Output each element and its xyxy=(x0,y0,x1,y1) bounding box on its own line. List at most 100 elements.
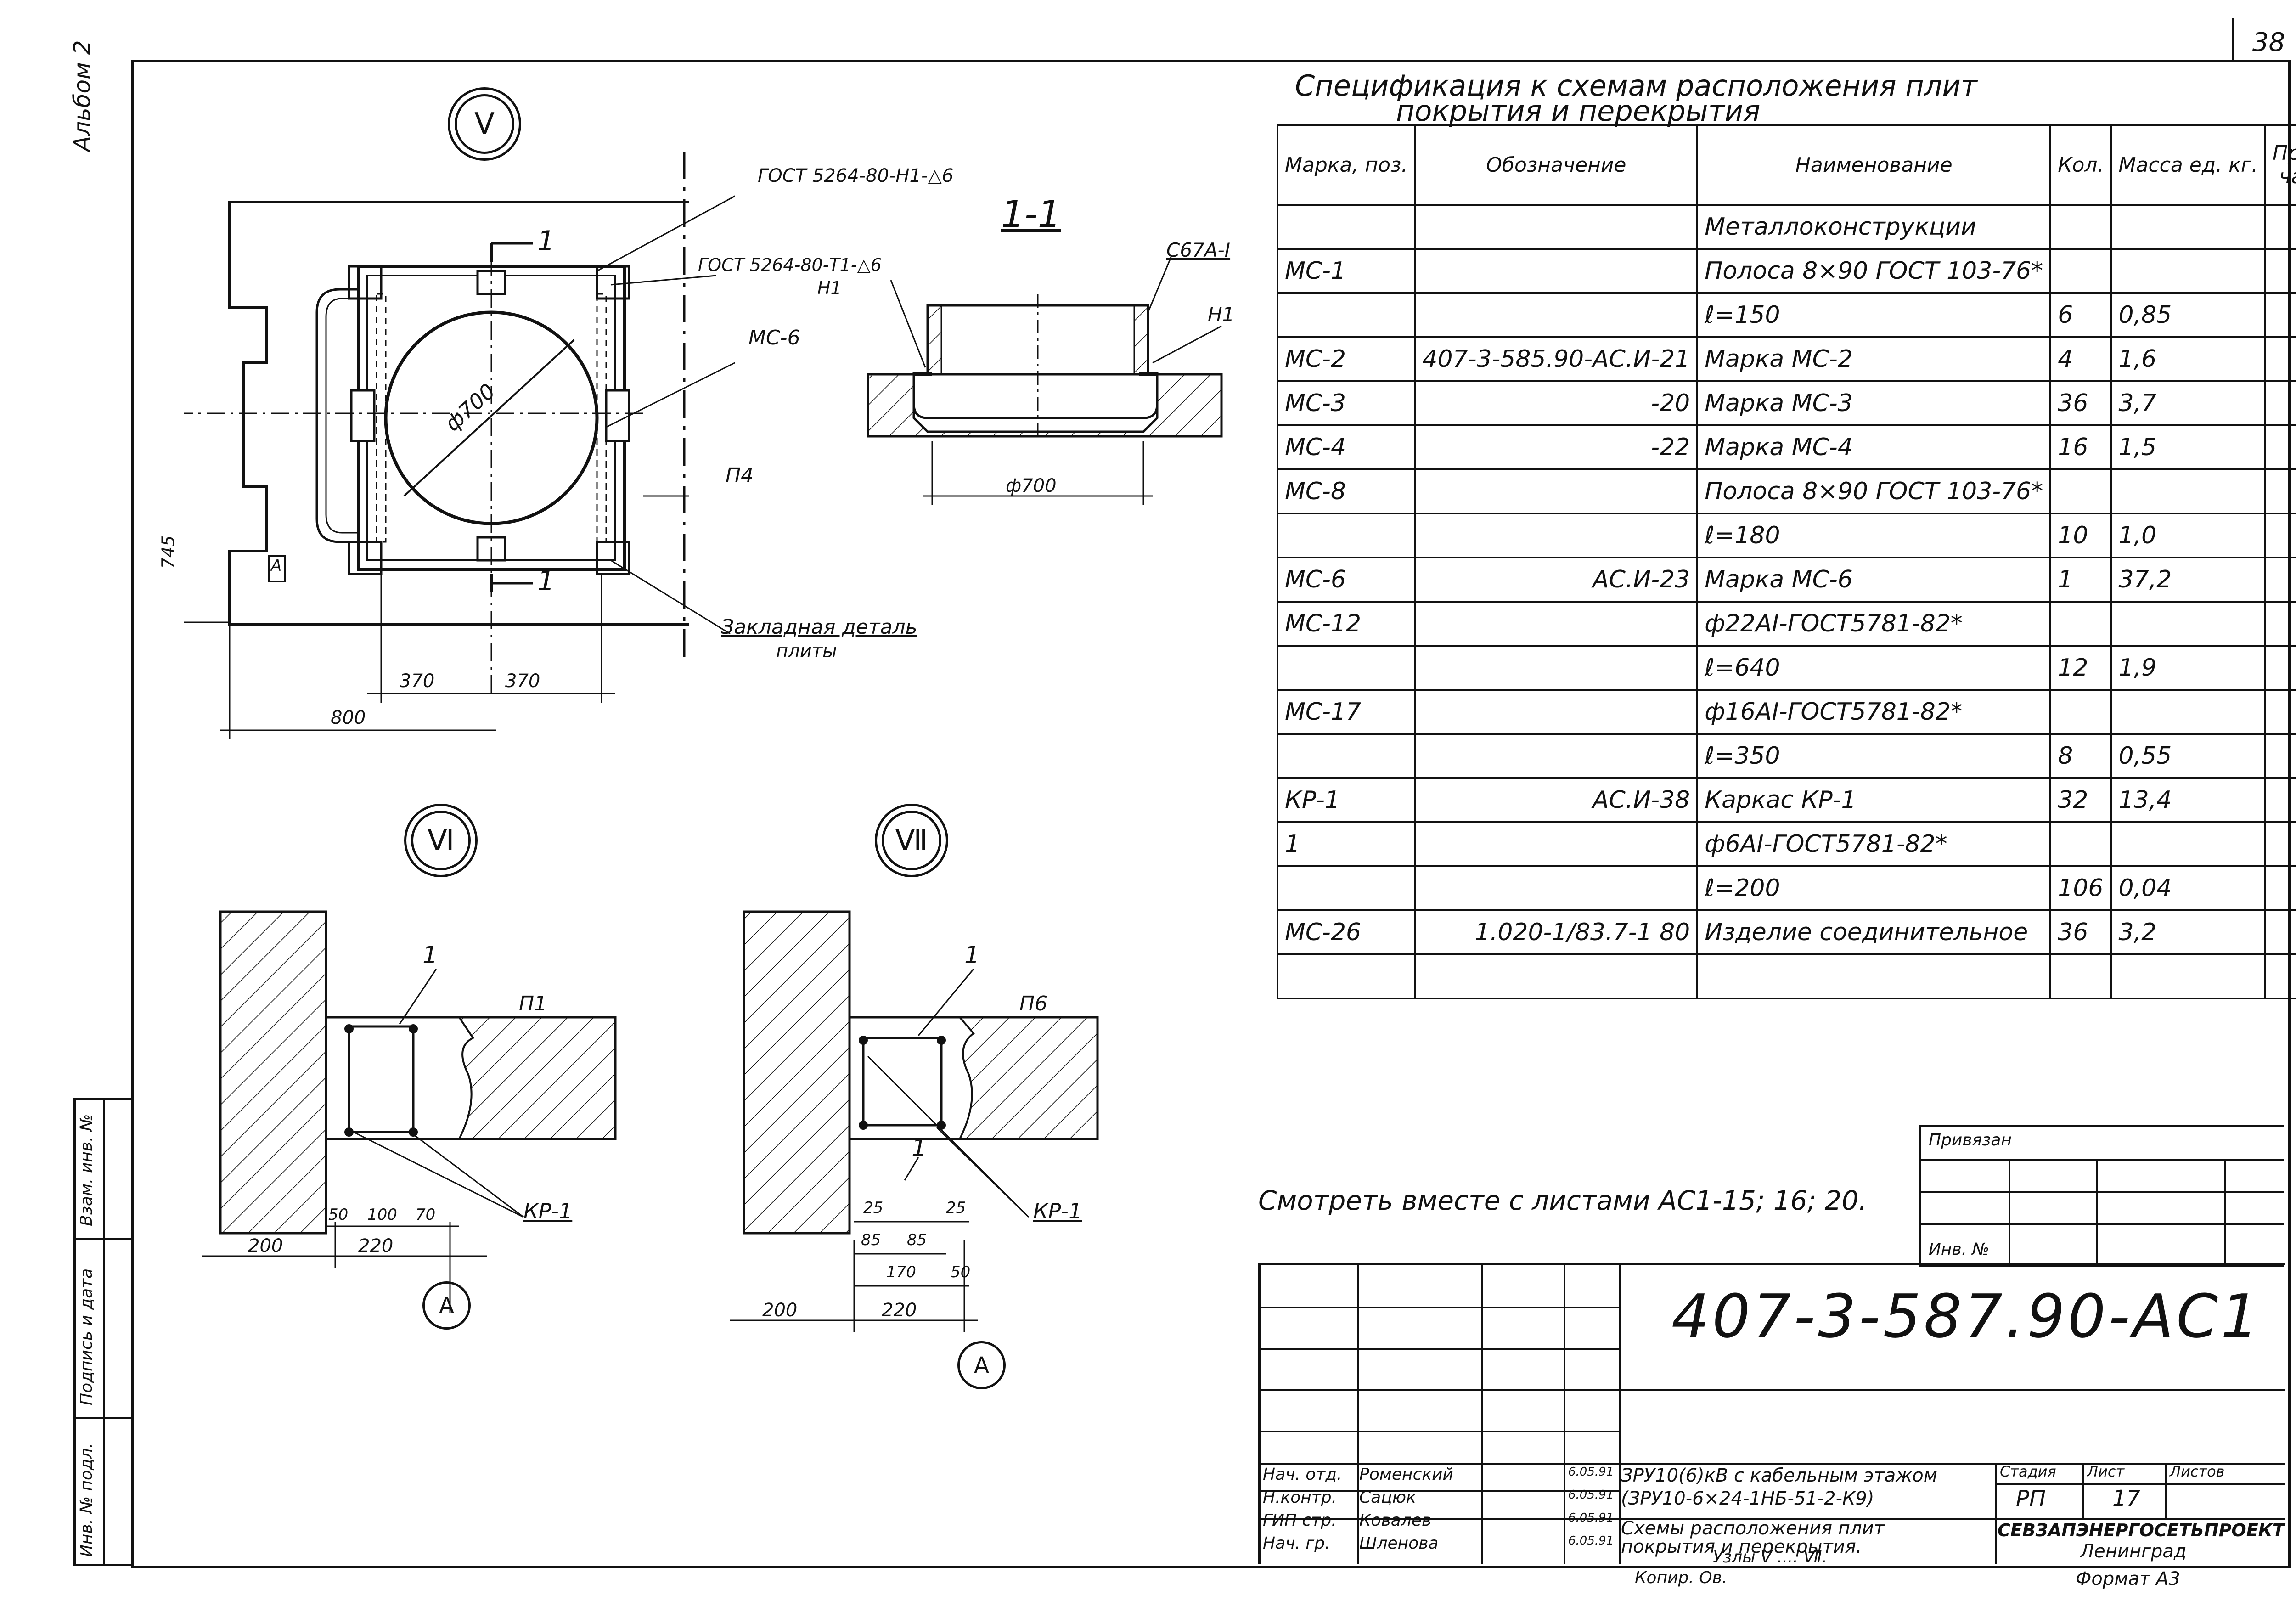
node-7-kp: КР-1 xyxy=(1033,1199,1082,1223)
spec-cell-mark xyxy=(1276,204,1416,250)
node-5-gost1: ГОСТ 5264-80-Н1-△6 xyxy=(758,165,954,186)
spec-cell-designation: -20 xyxy=(1414,380,1699,426)
node-7-dim-25a: 25 xyxy=(863,1199,884,1217)
node-7-axis-marker: А xyxy=(957,1341,1006,1389)
copied-by: Копир. Ов. xyxy=(1635,1568,1728,1587)
node-5-plan xyxy=(184,152,735,739)
album-label: Альбом 2 xyxy=(69,40,96,152)
spec-cell-mark: 1 xyxy=(1276,821,1416,867)
spec-row xyxy=(1276,953,2296,999)
spec-cell-qty: 106 xyxy=(2049,865,2112,911)
spec-cell-qty: 36 xyxy=(2049,380,2112,426)
spec-row: Металлоконструкции xyxy=(1276,204,2296,250)
node-5-dim-800: 800 xyxy=(331,707,366,728)
spec-header-row: Марка, поз. Обозначение Наименование Кол… xyxy=(1276,124,2296,206)
spec-cell-qty xyxy=(2049,953,2112,999)
spec-cell-qty: 6 xyxy=(2049,292,2112,338)
spec-cell-name: Изделие соединительное xyxy=(1696,909,2052,955)
node-5-dim-370b: 370 xyxy=(505,671,540,692)
city: Ленинград xyxy=(2080,1541,2187,1562)
title-block-date: 6.05.91 xyxy=(1568,1488,1614,1502)
spec-cell-mass: 1,0 xyxy=(2110,513,2266,558)
spec-cell-name: Полоса 8×90 ГОСТ 103-76* xyxy=(1696,468,2052,514)
title-block-name: Роменский xyxy=(1359,1465,1453,1484)
title-line-2: покрытия и перекрытия. xyxy=(1621,1536,1862,1557)
sheets-label: Листов xyxy=(2170,1463,2225,1480)
spec-cell-name: Металлоконструкции xyxy=(1696,204,2052,250)
spec-cell-name xyxy=(1696,953,2052,999)
spec-cell-designation: АС.И-23 xyxy=(1414,557,1699,603)
node-6-dim-100: 100 xyxy=(367,1206,397,1224)
spec-cell-mark xyxy=(1276,645,1416,691)
node-5-slab-p4: П4 xyxy=(726,464,754,487)
spec-cell-note xyxy=(2264,733,2296,779)
spec-cell-note xyxy=(2264,645,2296,691)
spec-cell-note xyxy=(2264,601,2296,647)
node-5-cut-bottom: 1 xyxy=(537,565,555,597)
spec-cell-qty: 10 xyxy=(2049,513,2112,558)
organization: СЕВЗАПЭНЕРГОСЕТЬПРОЕКТ xyxy=(1998,1520,2285,1540)
node-5-label: Ⅴ xyxy=(474,107,495,141)
spec-cell-qty: 8 xyxy=(2049,733,2112,779)
spec-cell-note xyxy=(2264,513,2296,558)
spec-cell-mark: МС-6 xyxy=(1276,557,1416,603)
title-block-date: 6.05.91 xyxy=(1568,1511,1614,1525)
spec-cell-name: ф6АⅠ-ГОСТ5781-82* xyxy=(1696,821,2052,867)
spec-cell-qty: 4 xyxy=(2049,336,2112,382)
title-block-date: 6.05.91 xyxy=(1568,1465,1614,1479)
sheet-value: 17 xyxy=(2112,1486,2141,1511)
spec-cell-designation xyxy=(1414,601,1699,647)
spec-cell-name: ℓ=180 xyxy=(1696,513,2052,558)
spec-cell-mass xyxy=(2110,821,2266,867)
spec-cell-mark xyxy=(1276,733,1416,779)
side-stamp-sign: Подпись и дата xyxy=(77,1268,96,1405)
title-block-name: Ковалев xyxy=(1359,1511,1432,1530)
spec-cell-qty: 12 xyxy=(2049,645,2112,691)
spec-cell-mark: МС-1 xyxy=(1276,248,1416,294)
title-block-role: ГИП стр. xyxy=(1263,1511,1337,1530)
spec-cell-mass: 1,6 xyxy=(2110,336,2266,382)
title-block-name: Шленова xyxy=(1359,1534,1439,1553)
spec-cell-qty xyxy=(2049,248,2112,294)
node-5-embed-1: Закладная деталь xyxy=(721,615,917,639)
node-5-mc6: МС-6 xyxy=(748,326,800,350)
spec-cell-note xyxy=(2264,777,2296,823)
spec-cell-name: ℓ=640 xyxy=(1696,645,2052,691)
spec-cell-qty: 1 xyxy=(2049,557,2112,603)
node-6-axis: А xyxy=(439,1292,454,1319)
node-6-drawing xyxy=(202,910,617,1313)
node-7-dim-25b: 25 xyxy=(946,1199,966,1217)
spec-cell-mass: 13,4 xyxy=(2110,777,2266,823)
node-7-dim-200: 200 xyxy=(762,1300,798,1321)
spec-cell-note xyxy=(2264,821,2296,867)
node-7-pos-top: 1 xyxy=(964,941,980,969)
section-1-1-n1: Н1 xyxy=(1208,303,1235,326)
privyazan-label: Привязан xyxy=(1929,1131,2012,1150)
spec-cell-qty xyxy=(2049,468,2112,514)
section-1-1-diameter: ф700 xyxy=(1006,475,1057,496)
spec-cell-mark: МС-2 xyxy=(1276,336,1416,382)
spec-cell-qty xyxy=(2049,689,2112,735)
side-stamp xyxy=(73,1098,133,1566)
format: Формат А3 xyxy=(2076,1568,2180,1590)
spec-cell-mass xyxy=(2110,204,2266,250)
spec-row: 1 ф6АⅠ-ГОСТ5781-82* xyxy=(1276,821,2296,867)
title-block xyxy=(1258,1263,2285,1564)
spec-cell-designation xyxy=(1414,513,1699,558)
spec-title-1: Спецификация к схемам расположения плит xyxy=(1295,69,1977,102)
spec-cell-designation xyxy=(1414,821,1699,867)
spec-table: Марка, поз. Обозначение Наименование Кол… xyxy=(1276,124,2296,999)
node-7-slab: П6 xyxy=(1019,992,1048,1015)
spec-cell-designation xyxy=(1414,689,1699,735)
node-7-dim-50: 50 xyxy=(951,1263,971,1281)
